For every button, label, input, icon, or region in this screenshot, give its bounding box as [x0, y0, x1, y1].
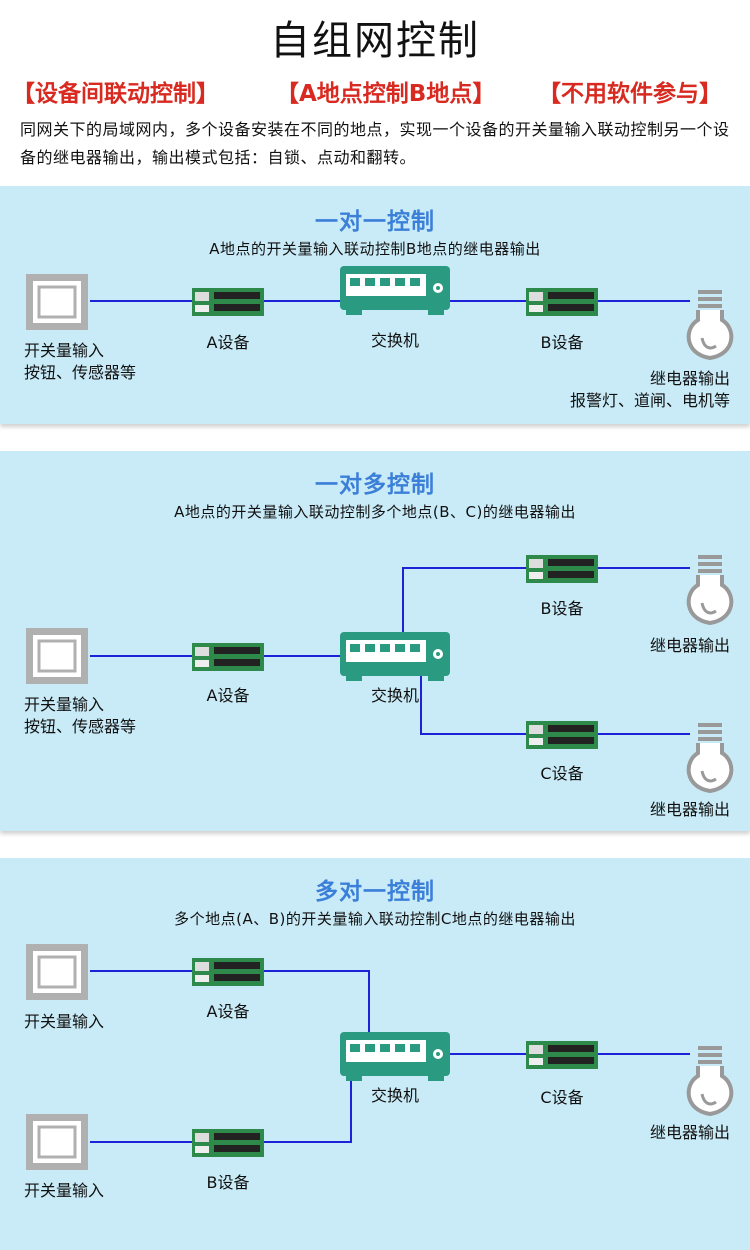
- relay-board-icon: [526, 721, 598, 749]
- relay-board-icon: [526, 1041, 598, 1069]
- input-a-label: 开关量输入: [24, 1012, 105, 1031]
- input-b-label: 开关量输入: [24, 1181, 105, 1200]
- device-a-label: A设备: [206, 686, 250, 705]
- relay-board-icon: [192, 288, 264, 316]
- panel-title: 一对一控制: [315, 209, 435, 235]
- output-c-label: 继电器输出: [649, 800, 730, 819]
- diagram-one-to-one: [26, 266, 734, 361]
- input-sub-label: 按钮、传感器等: [24, 717, 137, 736]
- switch-label: 交换机: [370, 331, 419, 350]
- output-label: 继电器输出: [649, 369, 730, 388]
- input-sub-label: 按钮、传感器等: [24, 363, 137, 382]
- panel-title: 一对多控制: [315, 472, 435, 498]
- device-b-label: B设备: [540, 333, 584, 352]
- device-b-label: B设备: [540, 599, 584, 618]
- relay-board-icon: [192, 958, 264, 986]
- device-a-label: A设备: [206, 1002, 250, 1021]
- light-bulb-icon: [686, 555, 734, 626]
- diagram-many-to-one: [26, 944, 734, 1170]
- diagram-one-to-many: [26, 555, 734, 794]
- wall-switch-icon: [26, 1114, 88, 1170]
- panel-subtitle: A地点的开关量输入联动控制B地点的继电器输出: [209, 240, 541, 258]
- panel-subtitle: A地点的开关量输入联动控制多个地点(B、C)的继电器输出: [174, 503, 576, 521]
- wall-switch-icon: [26, 274, 88, 330]
- output-c-label: 继电器输出: [649, 1123, 730, 1142]
- panel-one-to-one: 一对一控制 A地点的开关量输入联动控制B地点的继电器输出: [0, 186, 750, 424]
- panel-one-to-many: 一对多控制 A地点的开关量输入联动控制多个地点(B、C)的继电器输出: [0, 451, 750, 831]
- wall-switch-icon: [26, 628, 88, 684]
- switch-label: 交换机: [370, 686, 419, 705]
- intro-text: 同网关下的局域网内，多个设备安装在不同的地点，实现一个设备的开关量输入联动控制另…: [20, 120, 730, 167]
- panel-subtitle: 多个地点(A、B)的开关量输入联动控制C地点的继电器输出: [174, 910, 576, 928]
- light-bulb-icon: [686, 290, 734, 361]
- output-b-label: 继电器输出: [649, 636, 730, 655]
- device-c-label: C设备: [540, 1088, 584, 1107]
- panel-many-to-one: 多对一控制 多个地点(A、B)的开关量输入联动控制C地点的继电器输出: [0, 858, 750, 1250]
- device-a-label: A设备: [206, 333, 250, 352]
- switch-label: 交换机: [370, 1086, 419, 1105]
- output-sub-label: 报警灯、道闸、电机等: [569, 391, 730, 410]
- input-label: 开关量输入: [24, 341, 105, 360]
- panel-title: 多对一控制: [315, 879, 435, 905]
- network-switch-icon: [340, 1032, 450, 1081]
- network-switch-icon: [340, 632, 450, 681]
- device-c-label: C设备: [540, 764, 584, 783]
- light-bulb-icon: [686, 723, 734, 794]
- network-switch-icon: [340, 266, 450, 315]
- relay-board-icon: [526, 288, 598, 316]
- page-title: 自组网控制: [270, 18, 480, 64]
- input-label: 开关量输入: [24, 695, 105, 714]
- relay-board-icon: [192, 643, 264, 671]
- relay-board-icon: [192, 1129, 264, 1157]
- wall-switch-icon: [26, 944, 88, 1000]
- tag-linkage: 【设备间联动控制】: [12, 81, 219, 107]
- relay-board-icon: [526, 555, 598, 583]
- device-b-label: B设备: [206, 1173, 250, 1192]
- tag-no-software: 【不用软件参与】: [538, 81, 722, 107]
- light-bulb-icon: [686, 1046, 734, 1117]
- tag-a-controls-b: 【A地点控制B地点】: [276, 81, 496, 107]
